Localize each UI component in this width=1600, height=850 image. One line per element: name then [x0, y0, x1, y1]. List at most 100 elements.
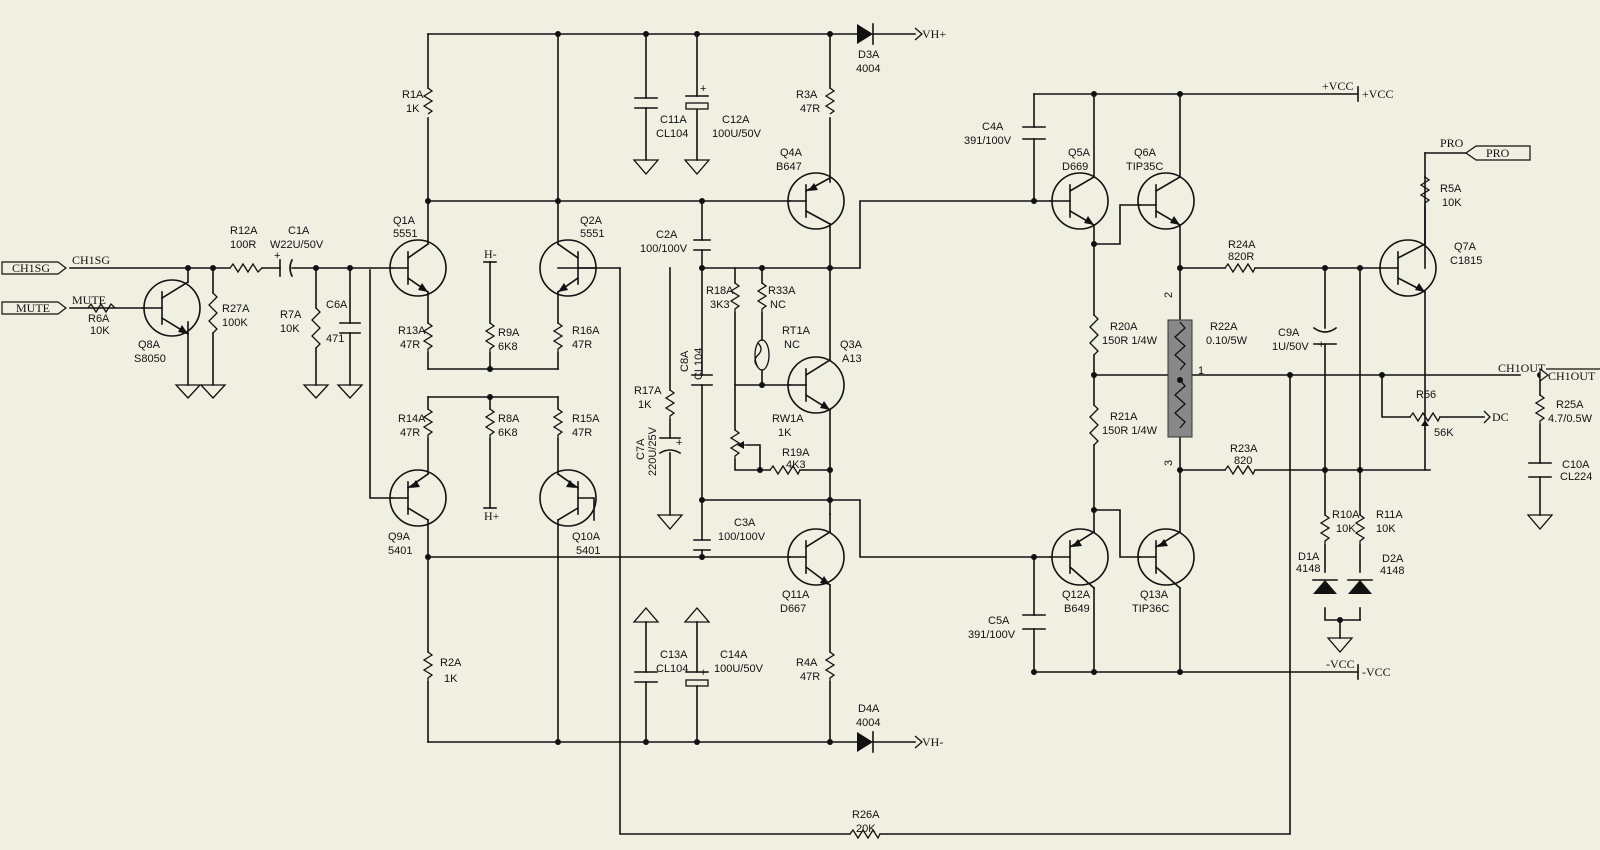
r9a-symbol: [484, 322, 496, 353]
wires: [69, 33, 1541, 835]
r12a-symbol: [229, 262, 263, 274]
c11a-symbol: [634, 97, 658, 109]
ch1out-port: [1539, 367, 1549, 383]
c6a-val: 471: [326, 333, 344, 345]
ground-icon: [683, 159, 711, 175]
r27a-symbol: [208, 292, 218, 334]
q1a-val: 5551: [393, 228, 417, 240]
q1a-symbol: [389, 239, 447, 297]
r24a-symbol: [1224, 262, 1256, 274]
r21a-symbol: [1089, 404, 1099, 446]
c9a-ref: C9A: [1278, 327, 1300, 339]
resistors: [87, 87, 1546, 840]
q9a-symbol: [389, 469, 447, 527]
d2a-symbol: [1347, 579, 1373, 594]
c8a-val: CL104: [693, 348, 705, 380]
r11a-symbol: [1354, 514, 1366, 545]
d1a-symbol: [1312, 579, 1338, 594]
q11a-symbol: [787, 513, 845, 587]
d3a-ref: D3A: [858, 49, 880, 61]
r6a-ref: R6A: [88, 313, 110, 325]
c1a-ref: C1A: [288, 225, 310, 237]
r2a-ref: R2A: [440, 657, 462, 669]
grounds: [174, 159, 1554, 653]
c1a-plus: +: [274, 250, 280, 262]
q12a-val: B649: [1064, 603, 1090, 615]
r16a-ref: R16A: [572, 325, 600, 337]
mute-port-label: MUTE: [16, 301, 50, 315]
rw1a-symbol: [729, 429, 741, 460]
r23a-val: 820: [1234, 455, 1252, 467]
r10a-ref: R10A: [1332, 509, 1360, 521]
q13a-ref: Q13A: [1140, 589, 1169, 601]
q10a-symbol: [539, 469, 597, 527]
c12a-symbol: [685, 95, 709, 110]
d4a-val: 4004: [856, 717, 880, 729]
r14a-ref: R14A: [398, 413, 426, 425]
mute-port: [1, 301, 67, 315]
r1a-ref: R1A: [402, 89, 424, 101]
r3a-symbol: [824, 87, 836, 115]
ch1sg-port: [1, 261, 67, 275]
q2a-ref: Q2A: [580, 215, 603, 227]
q2a-val: 5551: [580, 228, 604, 240]
r20a-val: 150R 1/4W: [1102, 335, 1158, 347]
q5a-val: D669: [1062, 161, 1088, 173]
r14a-symbol: [422, 408, 434, 439]
q1a-ref: Q1A: [393, 215, 416, 227]
r33a-val: NC: [770, 299, 786, 311]
junctions: [185, 31, 1543, 745]
r33a-symbol: [756, 282, 768, 313]
c4a-val: 391/100V: [964, 135, 1012, 147]
r19a-ref: R19A: [782, 447, 810, 459]
c8a-symbol: [691, 374, 713, 386]
c5a-symbol: [1022, 614, 1046, 630]
r10a-symbol: [1319, 514, 1331, 545]
c10a-ref: C10A: [1562, 459, 1590, 471]
ground-icon: [1526, 514, 1554, 530]
q7a-val: C1815: [1450, 255, 1482, 267]
r24a-ref: R24A: [1228, 239, 1256, 251]
d1a-val: 4148: [1296, 563, 1320, 575]
ground-icon: [632, 607, 660, 623]
capacitors: [279, 95, 1552, 687]
c7a-plus: +: [676, 437, 682, 449]
r5a-val: 10K: [1442, 197, 1462, 209]
r13a-ref: R13A: [398, 325, 426, 337]
c6a-ref: C6A: [326, 299, 348, 311]
ch1out-net-label: CH1OUT: [1498, 361, 1546, 375]
vcc-minus-net-label: -VCC: [1326, 657, 1355, 671]
d4a-ref: D4A: [858, 703, 880, 715]
c4a-symbol: [1022, 126, 1046, 140]
c9a-symbol: [1312, 326, 1338, 345]
transistors: [141, 172, 1437, 590]
r6a-val: 10K: [90, 325, 110, 337]
h-minus-label: H-: [484, 247, 497, 261]
r17a-symbol: [664, 389, 676, 420]
q3a-val: A13: [842, 353, 862, 365]
r4a-val: 47R: [800, 671, 820, 683]
ports: CH1SG CH1SG MUTE MUTE VH+ VH- +VCC +VCC …: [1, 27, 1600, 749]
r15a-ref: R15A: [572, 413, 600, 425]
q9a-val: 5401: [388, 545, 412, 557]
q13a-symbol: [1137, 528, 1195, 590]
c13a-ref: C13A: [660, 649, 688, 661]
rt1a-ref: RT1A: [782, 325, 811, 337]
c9a-plus: +: [1318, 339, 1324, 351]
q13a-val: TIP36C: [1132, 603, 1169, 615]
vh-plus-label: VH+: [922, 27, 946, 41]
r3a-ref: R3A: [796, 89, 818, 101]
dc-label: DC: [1492, 410, 1509, 424]
q7a-ref: Q7A: [1454, 241, 1477, 253]
c7a-ref: C7A: [635, 438, 647, 460]
c3a-val: 100/100V: [718, 531, 766, 543]
r22a-val: 0.10/5W: [1206, 335, 1248, 347]
rt1a-symbol: [754, 339, 770, 371]
r10a-val: 10K: [1336, 523, 1356, 535]
r33a-ref: R33A: [768, 285, 796, 297]
c1a-symbol: [279, 258, 294, 278]
r24a-val: 820R: [1228, 251, 1254, 263]
r8a-symbol: [484, 408, 496, 439]
r18a-val: 3K3: [710, 299, 730, 311]
